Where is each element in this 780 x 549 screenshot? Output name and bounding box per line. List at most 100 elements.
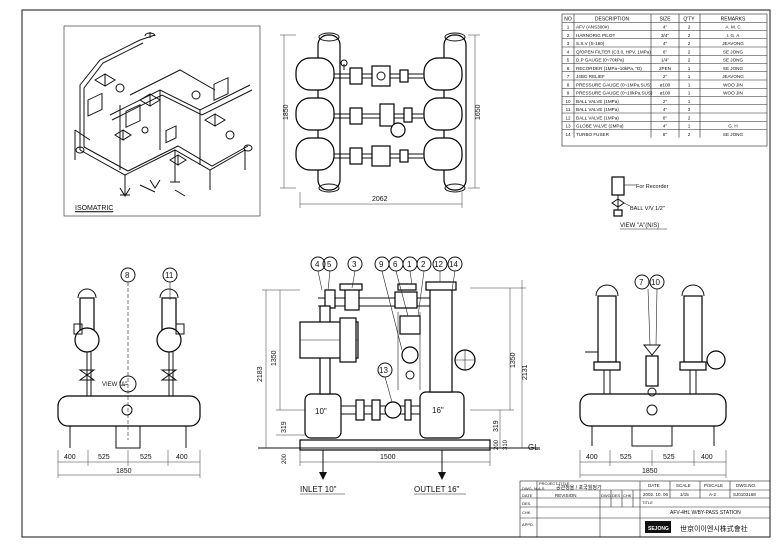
front-dim-r-total: 2131 — [522, 364, 529, 380]
left-dim-2: 525 — [98, 454, 110, 461]
tb-company: 世京이이엔시株式會社 — [680, 524, 748, 533]
inlet-label: INLET 10" — [300, 485, 337, 494]
front-dim-r-lower: 319 — [493, 420, 500, 432]
parts-table-cell: 2 — [688, 25, 691, 30]
tb-chk-col: CHK — [623, 493, 632, 498]
front-balloon-3: 3 — [352, 260, 357, 269]
front-dim-total: 2183 — [257, 366, 264, 382]
front-dim-r-mid: 310 — [503, 439, 509, 450]
parts-table-cell: 2" — [663, 99, 668, 104]
parts-table-cell: PRESSURE GAUGE (0~1MPa,SUS) — [576, 82, 652, 87]
parts-table-cell: S.S.V (S-160) — [576, 41, 605, 46]
front-pipe-in: 10" — [315, 407, 327, 416]
tb-dwg-label: DWG. N.A.S — [522, 486, 545, 491]
parts-table-cell: BALL VALVE (1MPa) — [576, 107, 619, 112]
tb-date: 2002. 10. 06 — [643, 492, 669, 497]
parts-table-cell: 13 — [565, 124, 571, 129]
parts-table-cell: 8 — [567, 82, 570, 87]
front-balloon-12: 12 — [434, 260, 443, 269]
left-dim-1: 400 — [64, 454, 76, 461]
right-dim-1: 400 — [586, 454, 598, 461]
tb-date-col: DATE — [648, 483, 660, 488]
parts-table-header: NO — [564, 16, 572, 22]
parts-table-cell: RECORDER (1MPa~10kPa, "D) — [576, 66, 642, 71]
parts-table-cell: 1 — [688, 66, 691, 71]
parts-table-cell: SE JONG — [723, 58, 744, 63]
tb-appd: APPD. — [522, 522, 534, 527]
parts-table-cell: 3 — [688, 107, 691, 112]
parts-table-cell: JEAVONG — [722, 74, 744, 79]
front-balloon-9: 9 — [379, 260, 384, 269]
view-a-recorder-label: For Recorder — [636, 184, 669, 190]
tb-psize: A-2 — [709, 492, 717, 497]
parts-table-cell: 9 — [567, 91, 570, 96]
parts-table-header: REMARKS — [721, 16, 746, 22]
parts-table-header: Q'TY — [683, 16, 695, 22]
parts-table-cell: D.P GAUGE (0~70kPa) — [576, 58, 625, 63]
left-side-view: 8 11 VIEW "A" 400 525 525 400 1850 — [57, 267, 201, 478]
left-dim-3: 525 — [140, 454, 152, 461]
front-balloon-6: 6 — [393, 260, 398, 269]
parts-table-cell: 2 — [567, 33, 570, 38]
plan-view: 1850 1650 2062 — [280, 32, 482, 208]
parts-table-cell: A. M. C — [725, 25, 741, 30]
parts-table-cell: JEAVONG — [722, 41, 744, 46]
isometric-label: ISOMATRIC — [75, 205, 113, 212]
parts-table-cell: 6" — [663, 49, 668, 54]
parts-table-cell: 4" — [663, 124, 668, 129]
parts-table-cell: 4 — [567, 49, 570, 54]
tb-dwgno-label: DWG.NO. — [736, 483, 756, 488]
tb-des-col: DES — [612, 493, 621, 498]
front-balloon-1: 1 — [407, 260, 412, 269]
parts-table-cell: 2 — [688, 132, 691, 137]
tb-date-label: DATE — [522, 493, 533, 498]
left-dim-4: 400 — [176, 454, 188, 461]
front-dim-r-upper: 1350 — [510, 352, 517, 368]
parts-table-cell: 1 — [567, 25, 570, 30]
parts-table-cell: HARNORIG PILOT — [576, 33, 616, 38]
sheet-border — [21, 9, 771, 538]
tb-psize-label: P/SCALE — [704, 483, 723, 488]
parts-table-cell: SE JONG — [723, 66, 744, 71]
outlet-label: OUTLET 16" — [414, 485, 460, 494]
front-dim-width: 1500 — [380, 454, 396, 461]
parts-table-cell: GLOBE VALVE (2MPa) — [576, 124, 624, 129]
parts-table-cell: 1 — [688, 124, 691, 129]
parts-table-cell: Q/OPEN FILTER (C3.0, HPV, 1MPa) — [576, 49, 651, 54]
parts-table-cell: 4" — [663, 25, 668, 30]
company-logo — [645, 521, 671, 533]
parts-table-cell: 12 — [565, 115, 571, 120]
title-block: DWG. N.A.S PROJECT TITLE 공관정울 / 포국월정가 DA… — [519, 480, 771, 538]
parts-table-cell: 4" — [663, 41, 668, 46]
front-balloon-2: 2 — [421, 260, 426, 269]
parts-table-cell: 4" — [663, 107, 668, 112]
parts-table-cell: WOO JIN — [723, 82, 743, 87]
left-balloon-8: 8 — [125, 271, 130, 280]
tb-des: DES. — [522, 501, 531, 506]
parts-table-cell: BALL VALVE (1MPa) — [576, 99, 619, 104]
tb-scale: 1/15 — [680, 492, 689, 497]
front-balloon-5: 5 — [327, 260, 332, 269]
parts-table-cell: 6 — [567, 66, 570, 71]
right-dim-2: 525 — [620, 454, 632, 461]
front-balloon-4: 4 — [315, 260, 320, 269]
parts-table-cell: 1 — [688, 82, 691, 87]
tb-scale-label: SCALE — [676, 483, 691, 488]
parts-table-cell: ø100 — [660, 91, 671, 96]
parts-table-cell: ø100 — [660, 82, 671, 87]
parts-table-header: SIZE — [659, 16, 671, 22]
view-a-detail: For Recorder BALL V/V 1/2" VIEW "A"(N/S) — [611, 176, 669, 230]
tb-project: 공관정울 / 포국월정가 — [556, 484, 602, 491]
tb-title: AFV-4HL W/BY-PASS STATION — [670, 510, 741, 516]
parts-table-cell: 1/4" — [661, 58, 669, 63]
tb-revision-label: REVISION — [555, 493, 577, 498]
parts-table-cell: G. H — [728, 124, 737, 129]
tb-dwgno: SJ0103168 — [733, 492, 756, 497]
right-dim-4: 400 — [701, 454, 713, 461]
parts-table-cell: 1 — [688, 91, 691, 96]
front-dim-base: 200 — [282, 453, 288, 464]
parts-table-cell: SE JONG — [723, 132, 744, 137]
parts-table-cell: 3 — [567, 41, 570, 46]
